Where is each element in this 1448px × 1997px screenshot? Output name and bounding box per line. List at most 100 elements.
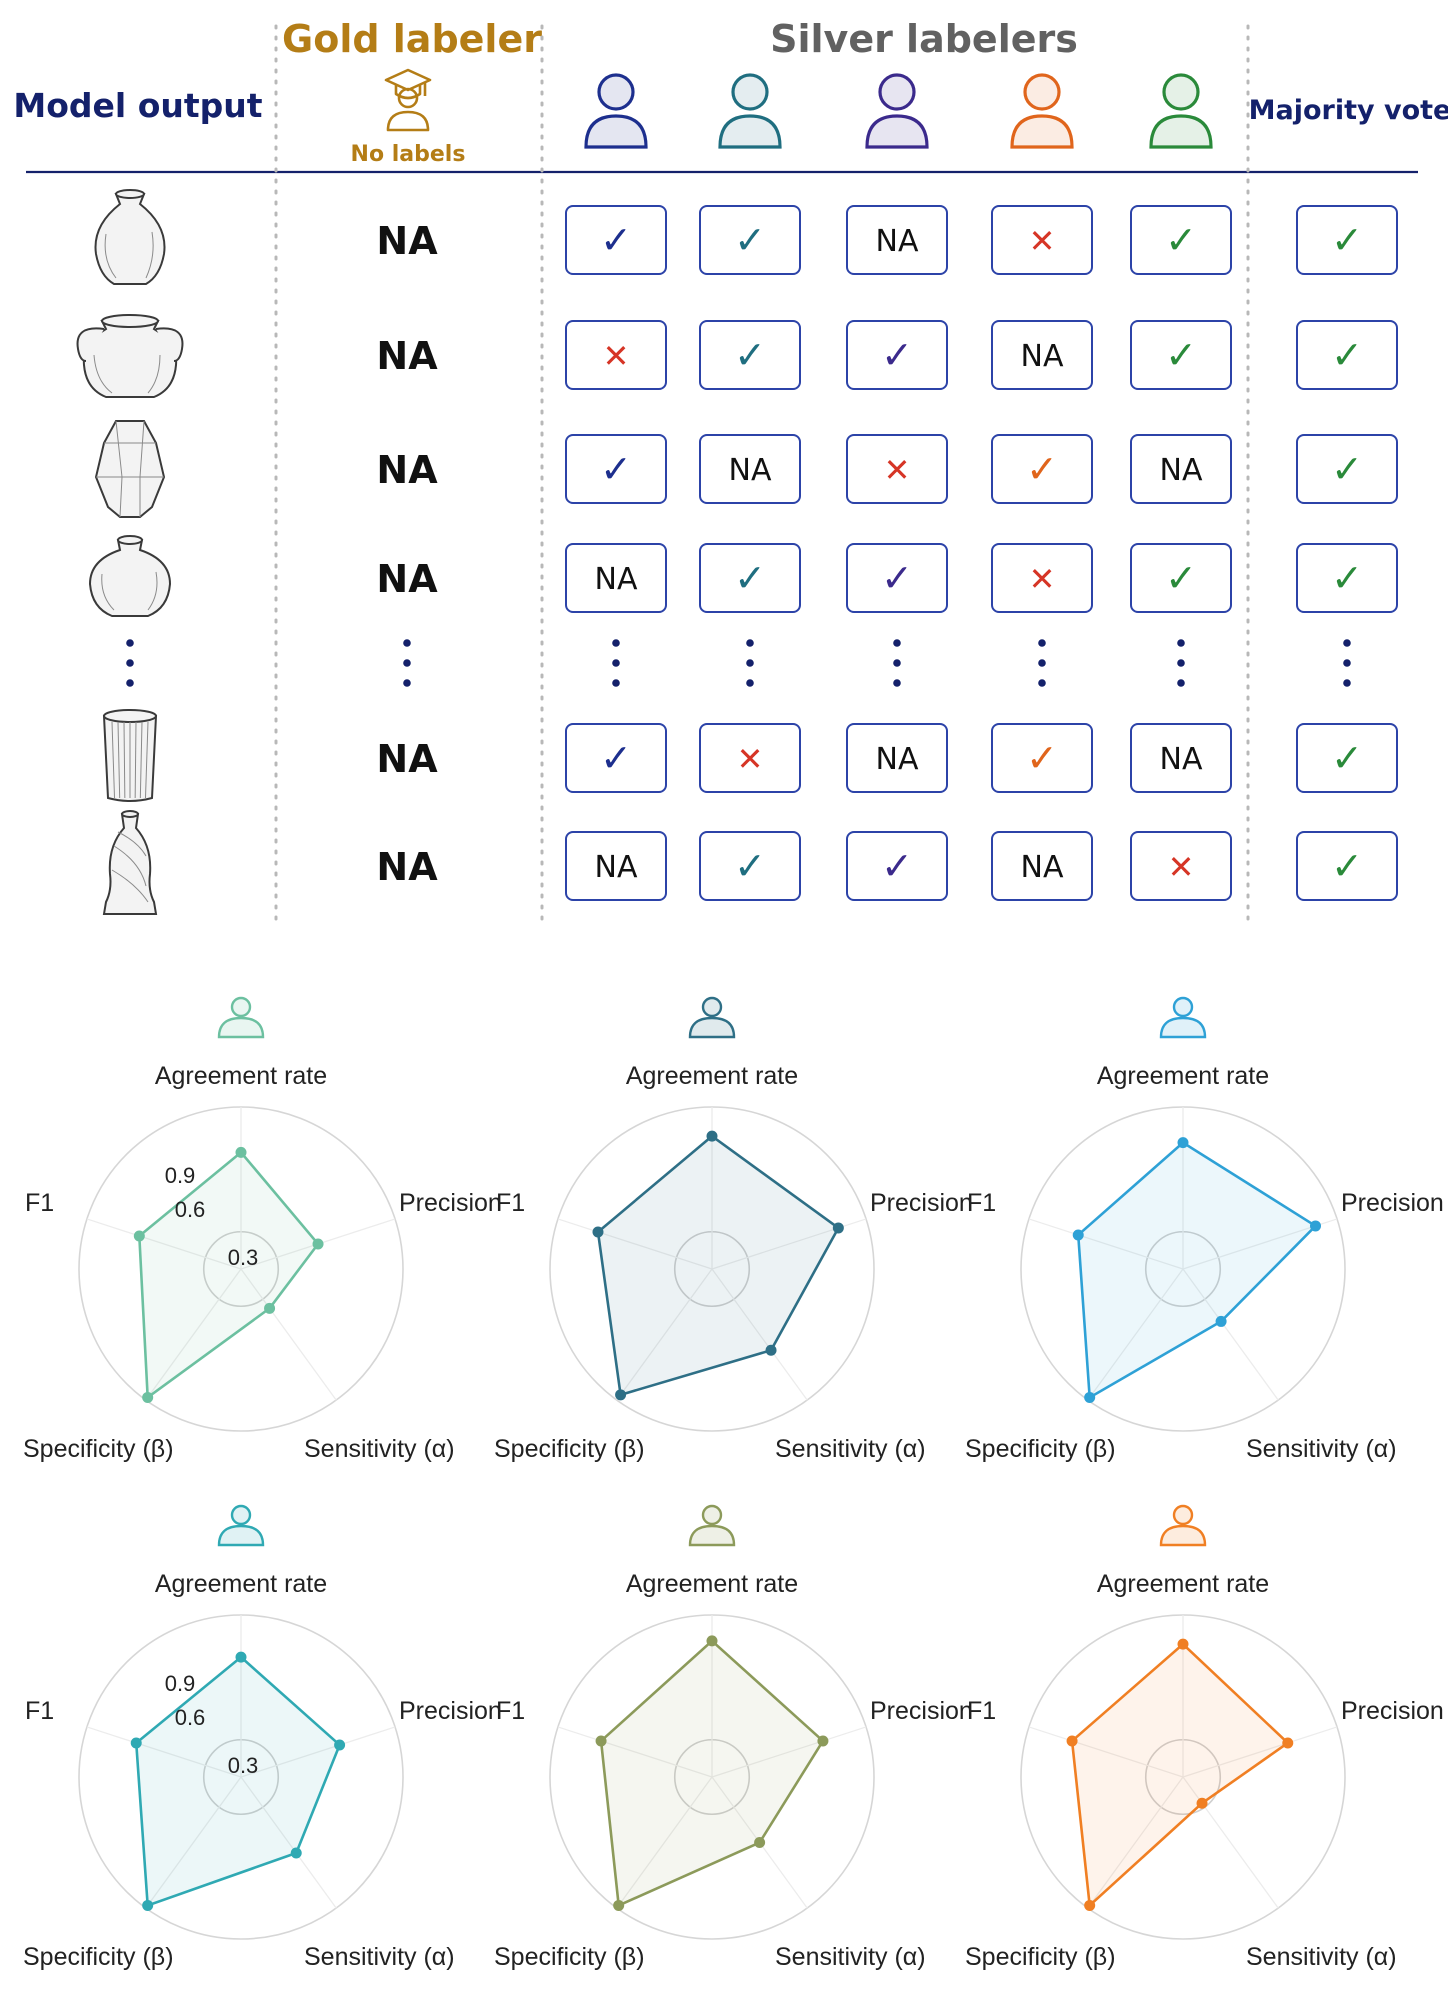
silver-cell-2-check-icon: ✓: [734, 556, 766, 600]
silver-cell-4: [991, 723, 1093, 793]
gold-label-na: NA: [376, 737, 438, 781]
silver-cell-4-na-text: NA: [1021, 339, 1064, 374]
radar-axis-label: Agreement rate: [155, 1570, 327, 1598]
radar-data-point: [130, 1737, 142, 1749]
radar-spoke: [1028, 1218, 1184, 1270]
majority-vote-cell-check-icon: ✓: [1331, 333, 1363, 377]
radar-tick-label: 0.9: [165, 1163, 196, 1188]
silver-cell-5-na-text: NA: [1160, 742, 1203, 777]
silver-cell-4-cross-icon: ✕: [1029, 560, 1056, 598]
silver-cell-3: [846, 205, 948, 275]
silver-cell-2: [699, 320, 801, 390]
gold-label-na: NA: [376, 334, 438, 378]
radar-axis-label: Specificity (β): [494, 1943, 645, 1971]
silver-cell-2: [699, 434, 801, 504]
silver-cell-5-check-icon: ✓: [1165, 556, 1197, 600]
silver-cell-4-na-text: NA: [1021, 850, 1064, 885]
silver-cell-2-check-icon: ✓: [734, 333, 766, 377]
silver-cell-3: [846, 723, 948, 793]
radar-axis-label: Agreement rate: [626, 1062, 798, 1090]
silver-cell-1: [565, 320, 667, 390]
silver-cell-3-check-icon: ✓: [881, 844, 913, 888]
majority-vote-cell: [1296, 831, 1398, 901]
silver-cell-4: [991, 434, 1093, 504]
majority-vote-cell-check-icon: ✓: [1331, 736, 1363, 780]
silver-cell-1-check-icon: ✓: [600, 736, 632, 780]
silver-cell-4-check-icon: ✓: [1026, 736, 1058, 780]
radar-data-point: [1282, 1737, 1294, 1749]
gold-label-na: NA: [376, 219, 438, 263]
majority-vote-cell-check-icon: ✓: [1331, 844, 1363, 888]
radar-data-point: [613, 1899, 625, 1911]
silver-cell-2: [746, 639, 754, 687]
radar-spoke: [86, 1218, 242, 1270]
silver-cell-4: [991, 831, 1093, 901]
radar-labeler-icon: [217, 996, 265, 1039]
radar-series-polygon: [1076, 1141, 1317, 1399]
radar-data-point: [1196, 1797, 1208, 1809]
silver-cell-2: [699, 205, 801, 275]
radar-spoke: [1182, 1268, 1279, 1401]
radar-data-point: [1084, 1899, 1096, 1911]
radar-tick-label: 0.9: [165, 1671, 196, 1696]
silver-cell-1: [565, 723, 667, 793]
silver-cell-1-check-icon: ✓: [600, 447, 632, 491]
silver-cell-1: [565, 434, 667, 504]
radar-series-polygon: [134, 1655, 341, 1907]
silver-cell-5-check-icon: ✓: [1165, 333, 1197, 377]
model-output-ellipsis: [126, 639, 134, 687]
silver-labelers-header: Silver labelers: [770, 17, 1078, 61]
silver-cell-5-check-icon: ✓: [1165, 218, 1197, 262]
radar-labeler-icon: [1159, 996, 1207, 1039]
silver-cell-1: [565, 543, 667, 613]
silver-cell-5: [1130, 723, 1232, 793]
majority-vote-cell-check-icon: ✓: [1331, 218, 1363, 262]
gold-no-labels-text: No labels: [351, 142, 466, 167]
silver-cell-5: [1177, 639, 1185, 687]
radar-axis-label: Sensitivity (α): [1246, 1943, 1397, 1971]
table-row: NA✓NA✕✓NA✓: [94, 420, 1398, 518]
majority-vote-cell: [1343, 639, 1351, 687]
silver-cell-3: [846, 543, 948, 613]
radar-axis-label: F1: [496, 1189, 525, 1217]
radar-spoke: [616, 1776, 713, 1909]
labeler-person-icon-2: [718, 73, 782, 149]
majority-vote-cell-check-icon: ✓: [1331, 556, 1363, 600]
majority-vote-cell: [1296, 543, 1398, 613]
radar-labeler-icon: [688, 1504, 736, 1547]
radar-data-point: [264, 1302, 276, 1314]
silver-cell-3: [846, 434, 948, 504]
radar-data-point: [706, 1635, 718, 1647]
radar-axis-label: Precision: [1341, 1697, 1444, 1725]
radar-data-point: [1215, 1315, 1227, 1327]
radar-data-point: [765, 1344, 777, 1356]
labeler-person-icon-4: [1010, 73, 1074, 149]
silver-cell-3-check-icon: ✓: [881, 333, 913, 377]
radar-data-point: [235, 1651, 247, 1663]
radar-axis-label: Agreement rate: [626, 1570, 798, 1598]
silver-cell-3: [846, 320, 948, 390]
table-row: [126, 639, 1351, 687]
radar-series-polygon: [599, 1639, 825, 1907]
radar-axis-label: Sensitivity (α): [1246, 1435, 1397, 1463]
graduate-icon: [384, 68, 432, 132]
silver-cell-4-cross-icon: ✕: [1029, 222, 1056, 260]
silver-cell-1-check-icon: ✓: [600, 218, 632, 262]
radar-data-point: [1177, 1137, 1189, 1149]
silver-cell-4-check-icon: ✓: [1026, 447, 1058, 491]
table-row: NA✓✕NA✓NA✓: [102, 709, 1398, 802]
silver-cell-3-na-text: NA: [876, 224, 919, 259]
silver-cell-1-na-text: NA: [595, 850, 638, 885]
silver-cell-2-cross-icon: ✕: [737, 740, 764, 778]
radar-spoke: [1087, 1776, 1184, 1909]
radar-spoke: [145, 1776, 242, 1909]
table-row: NA✕✓✓NA✓✓: [76, 314, 1398, 398]
radar-labeler-icon: [217, 1504, 265, 1547]
radar-data-point: [706, 1130, 718, 1142]
silver-cell-2: [699, 543, 801, 613]
labeler-person-icon-3: [865, 73, 929, 149]
radar-data-point: [290, 1847, 302, 1859]
radar-data-point: [1084, 1391, 1096, 1403]
silver-cell-1: [565, 205, 667, 275]
